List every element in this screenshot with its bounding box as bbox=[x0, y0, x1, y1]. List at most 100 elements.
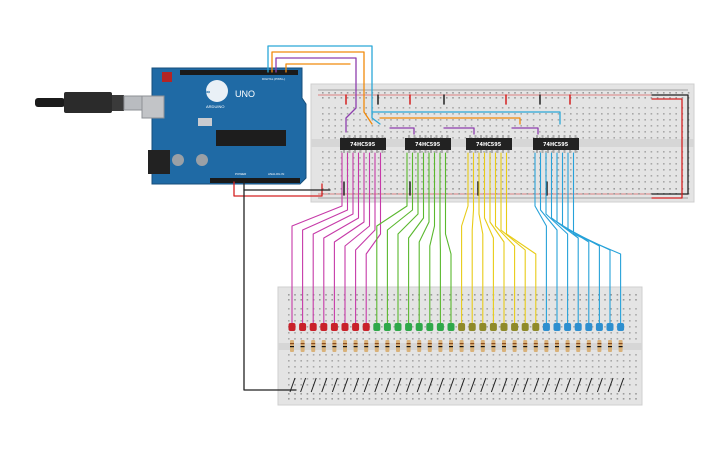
led-red[interactable] bbox=[320, 323, 328, 331]
led-yellow[interactable] bbox=[532, 323, 540, 331]
led-signal-wire[interactable] bbox=[397, 152, 419, 325]
led-signal-wire[interactable] bbox=[323, 152, 360, 325]
led-yellow[interactable] bbox=[521, 323, 529, 331]
led-signal-wire[interactable] bbox=[505, 152, 537, 325]
reset-button[interactable] bbox=[162, 72, 172, 82]
data-wire-2[interactable] bbox=[285, 63, 351, 73]
led-green[interactable] bbox=[447, 323, 455, 331]
led-ground-leg bbox=[342, 377, 349, 393]
rail-ground-jumper[interactable] bbox=[651, 94, 689, 195]
led-signal-wire[interactable] bbox=[312, 152, 354, 325]
led-ground-leg bbox=[533, 377, 540, 393]
led-red[interactable] bbox=[309, 323, 317, 331]
latch-wire[interactable] bbox=[267, 45, 381, 125]
clock-chain-wire-3[interactable] bbox=[511, 127, 539, 135]
led-green[interactable] bbox=[383, 323, 391, 331]
shift-register-chip[interactable]: 74HC595 bbox=[405, 135, 451, 153]
clock-chain-wire-2[interactable] bbox=[443, 127, 475, 135]
led-signal-wire[interactable] bbox=[500, 152, 526, 325]
led-green[interactable] bbox=[394, 323, 402, 331]
led-signal-wire[interactable] bbox=[471, 152, 475, 325]
clock-wire[interactable] bbox=[275, 57, 357, 133]
led-blue[interactable] bbox=[542, 323, 550, 331]
latch-chain-wire[interactable] bbox=[371, 111, 561, 125]
arduino-model: UNO bbox=[235, 89, 255, 99]
led-signal-wire[interactable] bbox=[344, 152, 371, 325]
shift-register-chip[interactable]: 74HC595 bbox=[466, 135, 512, 153]
chip-label: 74HC595 bbox=[415, 142, 441, 148]
resistor bbox=[618, 340, 623, 352]
rail-power-jumper[interactable] bbox=[651, 98, 683, 199]
led-blue[interactable] bbox=[606, 323, 614, 331]
led-green[interactable] bbox=[405, 323, 413, 331]
led-blue[interactable] bbox=[564, 323, 572, 331]
led-red[interactable] bbox=[330, 323, 338, 331]
led-signal-wire[interactable] bbox=[333, 152, 365, 325]
led-red[interactable] bbox=[299, 323, 307, 331]
led-signal-wire[interactable] bbox=[478, 152, 484, 325]
arduino-brand: ARDUINO bbox=[206, 104, 224, 109]
digital-header bbox=[180, 70, 298, 75]
clock-chain-wire-1[interactable] bbox=[389, 127, 415, 135]
led-yellow[interactable] bbox=[500, 323, 508, 331]
led-blue[interactable] bbox=[553, 323, 561, 331]
led-blue[interactable] bbox=[585, 323, 593, 331]
led-signal-wire[interactable] bbox=[494, 152, 516, 325]
led-ground-leg bbox=[543, 377, 550, 393]
ground-return-wire[interactable] bbox=[243, 189, 297, 391]
led-red[interactable] bbox=[352, 323, 360, 331]
led-ground-leg bbox=[427, 377, 434, 393]
led-signal-wire[interactable] bbox=[483, 152, 494, 325]
led-blue[interactable] bbox=[574, 323, 582, 331]
led-signal-wire[interactable] bbox=[429, 152, 436, 325]
led-ground-leg bbox=[565, 377, 572, 393]
led-signal-wire[interactable] bbox=[408, 152, 425, 325]
shift-register-chip[interactable]: 74HC595 bbox=[533, 135, 579, 153]
data-chain-wire[interactable] bbox=[379, 117, 521, 125]
led-signal-wire[interactable] bbox=[572, 152, 622, 325]
led-red[interactable] bbox=[362, 323, 370, 331]
led-green[interactable] bbox=[415, 323, 423, 331]
led-blue[interactable] bbox=[595, 323, 603, 331]
led-green[interactable] bbox=[373, 323, 381, 331]
led-signal-wire[interactable] bbox=[550, 152, 579, 325]
led-ground-leg bbox=[448, 377, 455, 393]
led-ground-leg bbox=[490, 377, 497, 393]
led-signal-wire[interactable] bbox=[365, 152, 382, 325]
led-ground-leg bbox=[618, 377, 625, 393]
led-signal-wire[interactable] bbox=[386, 152, 414, 325]
led-green[interactable] bbox=[436, 323, 444, 331]
led-green[interactable] bbox=[426, 323, 434, 331]
led-signal-wire[interactable] bbox=[355, 152, 376, 325]
chip-label: 74HC595 bbox=[543, 142, 569, 148]
led-signal-wire[interactable] bbox=[539, 152, 558, 325]
led-signal-wire[interactable] bbox=[376, 152, 408, 325]
led-signal-wire[interactable] bbox=[534, 152, 547, 325]
led-signal-wire[interactable] bbox=[461, 152, 469, 325]
led-yellow[interactable] bbox=[468, 323, 476, 331]
led-red[interactable] bbox=[341, 323, 349, 331]
led-yellow[interactable] bbox=[479, 323, 487, 331]
arduino-uno-board[interactable]: ∞ UNO ARDUINO DIGITAL (PWM~) POWER ANALO… bbox=[141, 67, 307, 185]
led-blue[interactable] bbox=[617, 323, 625, 331]
digital-label: DIGITAL (PWM~) bbox=[262, 77, 285, 81]
led-signal-wire[interactable] bbox=[302, 152, 349, 325]
svg-text:∞: ∞ bbox=[205, 89, 210, 96]
led-yellow[interactable] bbox=[489, 323, 497, 331]
led-signal-wire[interactable] bbox=[545, 152, 569, 325]
led-signal-wire[interactable] bbox=[291, 152, 343, 325]
led-signal-wire[interactable] bbox=[489, 152, 505, 325]
led-ground-leg bbox=[384, 377, 391, 393]
led-yellow[interactable] bbox=[458, 323, 466, 331]
led-ground-leg bbox=[512, 377, 519, 393]
led-signal-wire[interactable] bbox=[418, 152, 430, 325]
power-label: POWER bbox=[235, 172, 247, 176]
led-red[interactable] bbox=[288, 323, 296, 331]
shift-register-chip[interactable]: 74HC595 bbox=[340, 135, 386, 153]
led-signal-wire[interactable] bbox=[444, 152, 452, 325]
data-wire[interactable] bbox=[271, 51, 373, 125]
led-ground-leg bbox=[522, 377, 529, 393]
resistor bbox=[438, 340, 443, 352]
led-yellow[interactable] bbox=[511, 323, 519, 331]
resistor bbox=[427, 340, 432, 352]
